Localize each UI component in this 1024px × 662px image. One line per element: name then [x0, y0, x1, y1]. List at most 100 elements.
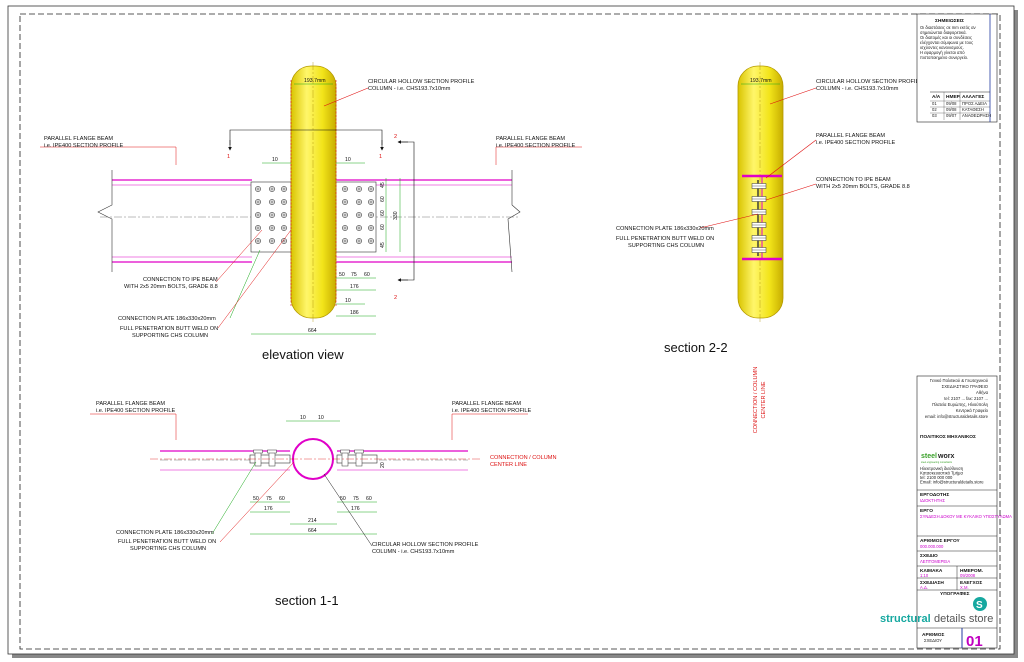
tb-scale-val: 1:10 — [920, 573, 929, 578]
dim-664-text: 664 — [308, 328, 317, 334]
s11-beam-label-left-2: i.e. IPE400 SECTION PROFILE — [96, 408, 176, 414]
beam-label-right-2: i.e. IPE400 SECTION PROFILE — [496, 143, 576, 149]
bolt-cross-bolts-left-3-2 — [282, 226, 286, 230]
tb-sign-head: ΥΠΟΓΡΑΦΕΣ — [940, 591, 970, 597]
chs-column-s22 — [737, 65, 784, 319]
tb-rev-cell-0-0: 01 — [932, 101, 937, 106]
weld-label-s22-2: SUPPORTING CHS COLUMN — [628, 243, 704, 249]
s11-leader-chs — [323, 473, 373, 547]
tb-rev-head-0: Α/Α — [932, 94, 941, 100]
s11-dim-right-75: 75 — [353, 496, 359, 502]
s11-chs-label-1: CIRCULAR HOLLOW SECTION PROFILE — [372, 542, 479, 548]
s11-beam-label-left-1: PARALLEL FLANGE BEAM — [96, 401, 165, 407]
store-logo-icon — [973, 597, 987, 611]
dim-bolt-h-50: 50 — [339, 272, 345, 278]
s11-plate-label: CONNECTION PLATE 186x330x20mm — [116, 530, 214, 536]
tb-brand-word2: worx — [937, 453, 954, 460]
tb-sheet-number: 01 — [966, 633, 983, 650]
bolt-cross-bolts-right-2-2 — [369, 213, 373, 217]
dim-bolt-v-60-b: 60 — [380, 210, 386, 216]
tb-brand-word1: steel — [921, 453, 937, 460]
tb-rev-cell-2-2: ΑΝΑΘΕΩΡΗΣΗ — [962, 113, 991, 118]
chs-label-elev-1: CIRCULAR HOLLOW SECTION PROFILE — [368, 79, 475, 85]
bolt-s11-head-2 — [340, 449, 350, 454]
tb-drawing-head: ΣΧΕΔΙΟ — [920, 553, 938, 559]
store-word2: details store — [934, 613, 993, 625]
s11-dim-176-right: 176 — [351, 506, 360, 512]
bolt-cross-bolts-left-0-1 — [270, 187, 274, 191]
tb-notes-lines-line-3: ελέγχονται σύμφωνα με τους — [920, 40, 973, 45]
bolt-cross-bolts-right-0-2 — [369, 187, 373, 191]
s11-chs-label-2: COLUMN - i.e. CHS193.7x10mm — [372, 549, 455, 555]
tb-designer-lines-line-6: email: info@structuraldetails.store — [925, 414, 989, 419]
section-mark-1-left: 1 — [227, 154, 230, 160]
beam-left-break — [97, 170, 113, 272]
beam-right-break — [507, 170, 521, 273]
s11-beam-label-right-1: PARALLEL FLANGE BEAM — [452, 401, 521, 407]
bolt-cross-bolts-right-4-0 — [343, 239, 347, 243]
bolts-label-s22-1: CONNECTION TO IPE BEAM — [816, 177, 891, 183]
leader-bolts-s22 — [765, 183, 817, 201]
sheet-paper — [7, 5, 1015, 655]
leader-bolts-elev — [215, 229, 263, 283]
s11-dim-left-75: 75 — [266, 496, 272, 502]
bolt-cross-bolts-left-0-0 — [256, 187, 260, 191]
dim-gap-left-text: 10 — [272, 157, 278, 163]
dim-bolt-v-45-top: 45 — [380, 182, 386, 188]
s11-dim-left-60: 60 — [279, 496, 285, 502]
tb-rev-cell-1-1: 09/08 — [946, 107, 957, 112]
tb-brand-tag: steel engineering consultants — [921, 461, 953, 464]
tb-rev-cell-0-1: 09/08 — [946, 101, 957, 106]
bolt-cross-bolts-left-1-2 — [282, 200, 286, 204]
tb-designer-lines-line-1: ΣΧΕΔΙΑΣΤΙΚΟ ΓΡΑΦΕΙΟ — [942, 384, 989, 389]
bolt-cross-bolts-left-1-1 — [270, 200, 274, 204]
plate-label-elev: CONNECTION PLATE 186x330x20mm — [118, 316, 216, 322]
tb-designer-lines: Γενικό Πολιτικού & ΓεωτεχνικούΣΧΕΔΙΑΣΤΙΚ… — [925, 378, 989, 419]
tb-designer-sub-line-0: Ηλεκτρονική διεύθυνση — [920, 466, 964, 471]
bolt-cross-bolts-right-3-0 — [343, 226, 347, 230]
dim-bolt-v-45-bottom: 45 — [380, 242, 386, 248]
tb-sheet-sub: ΣΧΕΔΙΟΥ — [924, 638, 942, 643]
s11-dim-10-right: 10 — [318, 415, 324, 421]
bolts-label-elev-2: WITH 2x5 20mm BOLTS, GRADE 8.8 — [124, 284, 218, 290]
section-2-2: 193.7mm CIRCULAR HOLLOW SECTION PROFILE … — [616, 62, 923, 433]
tb-notes-lines: Οι διαστάσεις σε mm εκτός ανσημειώνεται … — [920, 25, 976, 60]
s11-dim-right-60: 60 — [366, 496, 372, 502]
tb-projno-val: 000.000.000 — [920, 544, 944, 549]
bolt-cross-bolts-right-0-1 — [357, 187, 361, 191]
tb-rev-head-2: ΑΛΛΑΓΕΣ — [962, 94, 984, 100]
tb-drawing-val: ΛΕΠΤΟΜΕΡΕΙΑ — [920, 559, 950, 564]
tb-designer-sub-line-2: tel: 2100 000 000 — [920, 475, 953, 480]
tb-rev-cell-1-2: ΚΑΤΑΘΕΣΗ — [962, 107, 984, 112]
bolt-s11-head-1 — [267, 449, 277, 454]
tb-owner-val: ΙΔΙΟΚΤΗΤΗΣ — [920, 498, 945, 503]
tb-owner-head: ΕΡΓΟΔΟΤΗΣ — [920, 492, 949, 498]
store-word1: structural — [880, 613, 931, 625]
beam-label-left-2: i.e. IPE400 SECTION PROFILE — [44, 143, 124, 149]
dim-bolt-h-75: 75 — [351, 272, 357, 278]
tb-date-head: ΗΜΕΡΟΜ. — [960, 568, 983, 574]
dim-186-text: 186 — [350, 310, 359, 316]
tb-designer-lines-line-2: Αθήνα — [976, 390, 989, 395]
bolt-cross-bolts-left-0-2 — [282, 187, 286, 191]
bolt-cross-bolts-right-2-0 — [343, 213, 347, 217]
weld-label-s22-1: FULL PENETRATION BUTT WELD ON — [616, 236, 714, 242]
bolt-group-s22 — [751, 183, 767, 253]
s11-leader-plate — [211, 461, 257, 535]
bolt-cross-bolts-right-1-0 — [343, 200, 347, 204]
bolt-group-right — [342, 186, 374, 244]
tb-check-val: Χ.Μ. — [960, 585, 969, 590]
tb-rev-cell-2-0: 03 — [932, 113, 937, 118]
bolt-cross-bolts-right-1-1 — [357, 200, 361, 204]
tb-notes-lines-line-1: σημειώνεται διαφορετικά. — [920, 30, 967, 35]
s11-weld-label-2: SUPPORTING CHS COLUMN — [130, 546, 206, 552]
bolts-label-elev-1: CONNECTION TO IPE BEAM — [143, 277, 218, 283]
beam-label-s22-1: PARALLEL FLANGE BEAM — [816, 133, 885, 139]
bolt-s11-head-0 — [253, 449, 263, 454]
section-cut-1 — [229, 129, 383, 145]
dim-10-lower-text: 10 — [345, 298, 351, 304]
s11-dim-664: 664 — [308, 528, 317, 534]
dim-bolt-v-60-c: 60 — [380, 224, 386, 230]
